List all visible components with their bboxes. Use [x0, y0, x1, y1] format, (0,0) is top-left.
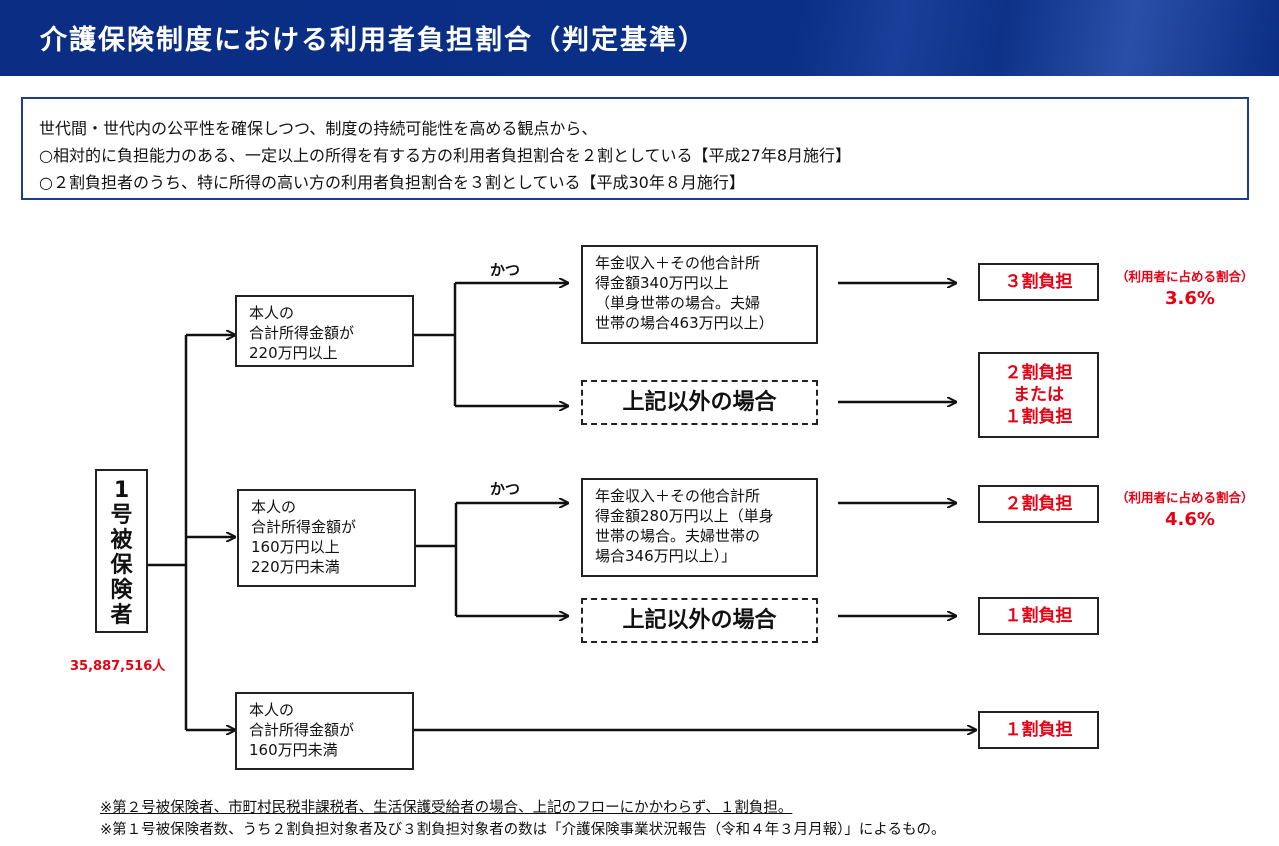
result-text: ２割負担 [1004, 494, 1073, 514]
result-20-or-10-percent: ２割負担 または １割負担 [978, 352, 1099, 438]
other-case-mid: 上記以外の場合 [581, 598, 818, 643]
box-line: 世帯の場合463万円以上） [595, 314, 774, 332]
result-10-percent-mid: １割負担 [978, 597, 1099, 635]
box-line: 合計所得金額が [249, 721, 355, 739]
box-line: 本人の [249, 701, 295, 719]
share-value-3: 3.6% [1165, 288, 1215, 309]
box-line: （単身世帯の場合。夫婦 [595, 294, 761, 312]
branch-income-under-160: 本人の 合計所得金額が 160万円未満 [235, 692, 414, 770]
box-line: 得金額280万円以上（単身 [595, 507, 774, 525]
intro-line: ○相対的に負担能力のある、一定以上の所得を有する方の利用者負担割合を２割としてい… [39, 146, 852, 165]
share-label: （利用者に占める割合） [1116, 490, 1254, 505]
box-line: 220万円未満 [251, 558, 340, 576]
and-label: かつ [490, 261, 521, 279]
root-char: 号 [110, 503, 133, 528]
box-line: 合計所得金額が [249, 324, 355, 342]
box-line: 160万円以上 [251, 538, 340, 556]
root-char: 者 [110, 603, 133, 628]
box-line: 160万円未満 [249, 741, 338, 759]
result-20-percent: ２割負担 [978, 485, 1099, 523]
footnote: ※第１号被保険者数、うち２割負担対象者及び３割負担対象者の数は「介護保険事業状況… [100, 822, 946, 838]
box-line: 本人の [251, 498, 297, 516]
result-text: または [1013, 385, 1064, 405]
title-banner: 介護保険制度における利用者負担割合（判定基準） [0, 0, 1279, 76]
intro-box: 世代間・世代内の公平性を確保しつつ、制度の持続可能性を高める観点から、 ○相対的… [21, 97, 1249, 200]
insured-count: 35,887,516人 [70, 659, 166, 674]
condition-pension-340: 年金収入＋その他合計所 得金額340万円以上 （単身世帯の場合。夫婦 世帯の場合… [581, 245, 818, 344]
result-text: １割負担 [1004, 407, 1073, 427]
result-text: ２割負担 [1004, 363, 1073, 383]
box-line: 本人の [249, 304, 295, 322]
other-case-high: 上記以外の場合 [581, 380, 818, 425]
box-line: 得金額340万円以上 [595, 274, 729, 292]
box-line: 220万円以上 [249, 344, 338, 362]
result-text: ３割負担 [1004, 272, 1073, 292]
intro-line: 世代間・世代内の公平性を確保しつつ、制度の持続可能性を高める観点から、 [39, 119, 598, 138]
root-char: 険 [110, 578, 133, 603]
result-30-percent: ３割負担 [978, 263, 1099, 301]
result-text: １割負担 [1004, 606, 1073, 626]
result-10-percent-low: １割負担 [978, 711, 1099, 749]
box-line: 合計所得金額が [251, 518, 357, 536]
and-label: かつ [490, 480, 521, 498]
root-char: 1 [113, 478, 130, 503]
root-char: 保 [110, 553, 133, 578]
box-line: 世帯の場合。夫婦世帯の [595, 527, 761, 545]
box-line: 年金収入＋その他合計所 [595, 487, 761, 505]
condition-pension-280: 年金収入＋その他合計所 得金額280万円以上（単身 世帯の場合。夫婦世帯の 場合… [581, 478, 818, 577]
result-text: １割負担 [1004, 720, 1073, 740]
box-line: 場合346万円以上）」 [595, 547, 737, 565]
box-line: 年金収入＋その他合計所 [595, 254, 761, 272]
share-value-2: 4.6% [1165, 509, 1215, 530]
share-label: （利用者に占める割合） [1116, 269, 1254, 284]
branch-income-220-plus: 本人の 合計所得金額が 220万円以上 [235, 295, 414, 367]
root-char: 被 [110, 528, 133, 553]
intro-line: ○２割負担者のうち、特に所得の高い方の利用者負担割合を３割としている【平成30年… [39, 173, 745, 192]
footnote: ※第２号被保険者、市町村民税非課税者、生活保護受給者の場合、上記のフローにかかわ… [100, 800, 793, 816]
branch-income-160-220: 本人の 合計所得金額が 160万円以上 220万円未満 [237, 489, 416, 587]
page-title: 介護保険制度における利用者負担割合（判定基準） [40, 25, 707, 56]
root-node-insured: 1 号 被 保 険 者 [95, 469, 148, 633]
